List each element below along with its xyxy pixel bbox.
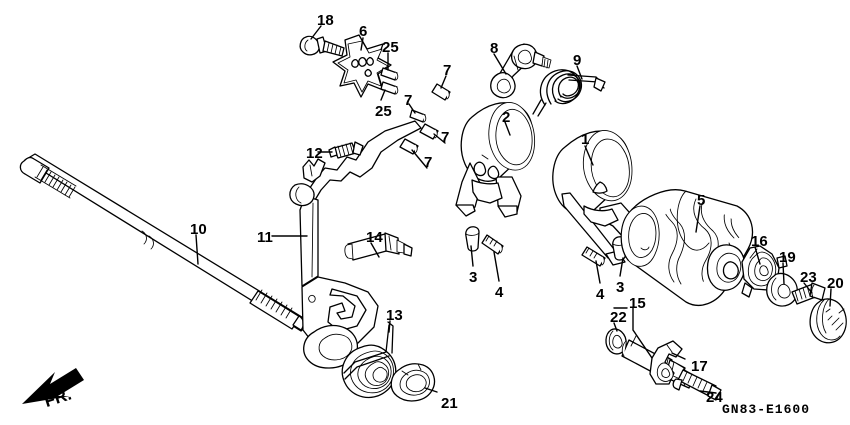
fork-spring-pin-part-4-left [481,234,504,255]
callout-stopper-arm-spring: 9 [573,52,582,69]
cam-plate-washer-part-19 [766,272,798,307]
callout-shift-drum-dowel-pin: 7 [424,154,433,171]
diagram-code-label: GN83-E1600 [722,402,811,417]
callout-stopper-bolt-washer: 22 [610,309,627,326]
callout-stopper-plate-dowel-pin: 25 [375,103,392,120]
gearshift-arm-part-11 [289,120,422,369]
callout-shift-drum-cam-plate: 16 [751,233,768,250]
callout-fork-guide-pin: 3 [616,279,625,296]
gearshift-arm-pin-part-14 [344,232,413,261]
callout-gearshift-arm: 11 [257,229,273,246]
drum-stopper-arm-part-8 [490,43,552,99]
drum-end-cap-part-20 [809,298,847,344]
shift-drum-dowel-pins-part-7 [399,83,451,155]
cam-plate-bolt-part-23 [791,282,826,305]
stopper-plate-dowel-pins-part-25 [380,67,399,95]
callout-leader-lines [195,25,832,394]
fork-spring-pin-part-4-right [581,246,606,267]
callout-shift-drum-dowel-pin: 7 [441,129,450,146]
callout-shift-arm-stopper: 17 [691,358,708,375]
callout-drum-end-cap: 20 [827,275,844,292]
callout-gearshift-spindle: 10 [190,221,207,238]
callout-stopper-plate-dowel-pin: 25 [382,39,399,56]
callout-fork-spring-pin: 4 [495,284,504,301]
callout-gearshift-fork-center: 1 [581,131,590,148]
callout-shift-drum-dowel-pin: 7 [443,62,452,79]
fork-guide-pin-part-3-left [465,226,480,252]
gearshift-fork-part-2 [455,102,536,218]
stopper-arm-bolt-part-24 [672,369,722,401]
callout-drum-stopper-arm: 8 [490,40,499,57]
stopper-bolt-washer-part-22 [605,328,627,355]
callout-drum-stopper-plate: 6 [359,23,368,40]
callout-cam-plate-washer: 19 [779,249,796,266]
callout-stopper-arm-bolt: 24 [706,389,723,406]
callout-cam-plate-bolt: 23 [800,269,817,286]
front-direction-arrow [22,368,84,404]
stopper-plate-bolt-part-18 [299,35,345,57]
shift-arm-stopper-part-17 [649,340,683,385]
spindle-oil-seal-part-21 [390,363,436,402]
callout-gearshift-drum: 5 [697,192,706,209]
drum-stopper-plate-part-6 [332,34,392,98]
stopper-arm-spring-part-9 [532,69,606,117]
callout-spindle-oil-seal: 21 [441,395,458,412]
callout-gearshift-fork-right: 2 [502,109,511,126]
callout-shift-drum-stopper-bolt: 15 [629,295,646,312]
gearshift-return-spring-part-13 [341,321,397,399]
callout-fork-spring-pin: 4 [596,286,605,303]
callout-stopper-plate-bolt: 18 [317,12,334,29]
callout-fork-guide-pin: 3 [469,269,478,286]
callout-shift-drum-dowel-pin: 7 [404,92,413,109]
gearshift-drum-part-5 [620,189,754,306]
shift-arm-pin-part-12 [328,141,364,159]
callout-gearshift-return-spring: 13 [386,307,403,324]
callout-shift-arm-spring-pin: 12 [306,145,323,162]
callout-gearshift-arm-pin: 14 [366,229,383,246]
